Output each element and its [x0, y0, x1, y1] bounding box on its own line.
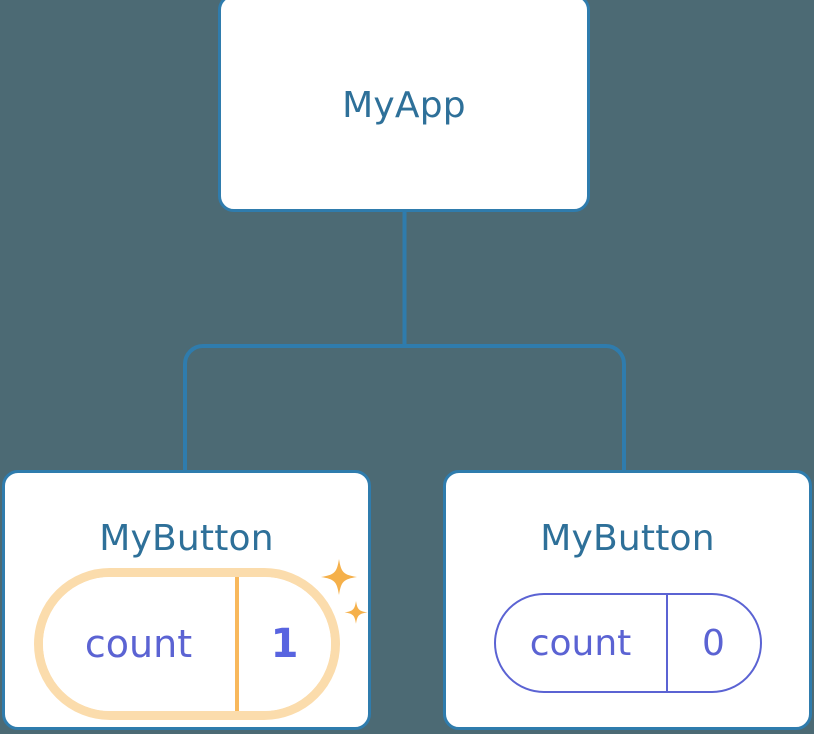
node-title-child-0: MyButton: [99, 518, 274, 559]
state-pill-highlighted[interactable]: count 1: [42, 577, 331, 711]
connector-branch-right: [404, 344, 626, 474]
sparkle-large-icon: [320, 559, 357, 595]
state-pill-divider-1: [665, 595, 668, 691]
node-card-mybutton-2[interactable]: MyButton count 0: [443, 470, 812, 730]
node-card-myapp[interactable]: MyApp: [218, 0, 590, 212]
sparkle-small-icon: [344, 601, 367, 624]
state-pill-divider-0: [234, 577, 239, 711]
state-value-1: 0: [702, 622, 725, 664]
state-pill-wrap-0: count 1: [33, 559, 367, 720]
connector-branch-left: [183, 344, 405, 474]
state-pill-plain[interactable]: count 0: [493, 593, 762, 693]
state-key-0: count: [84, 622, 193, 666]
state-key-1: count: [529, 622, 632, 664]
state-pill-wrap-1: count 0: [493, 593, 762, 693]
node-title-root: MyApp: [342, 85, 466, 126]
node-title-child-1: MyButton: [540, 518, 715, 559]
state-value-0: 1: [270, 621, 299, 667]
node-card-mybutton-1[interactable]: MyButton count 1: [2, 470, 371, 730]
